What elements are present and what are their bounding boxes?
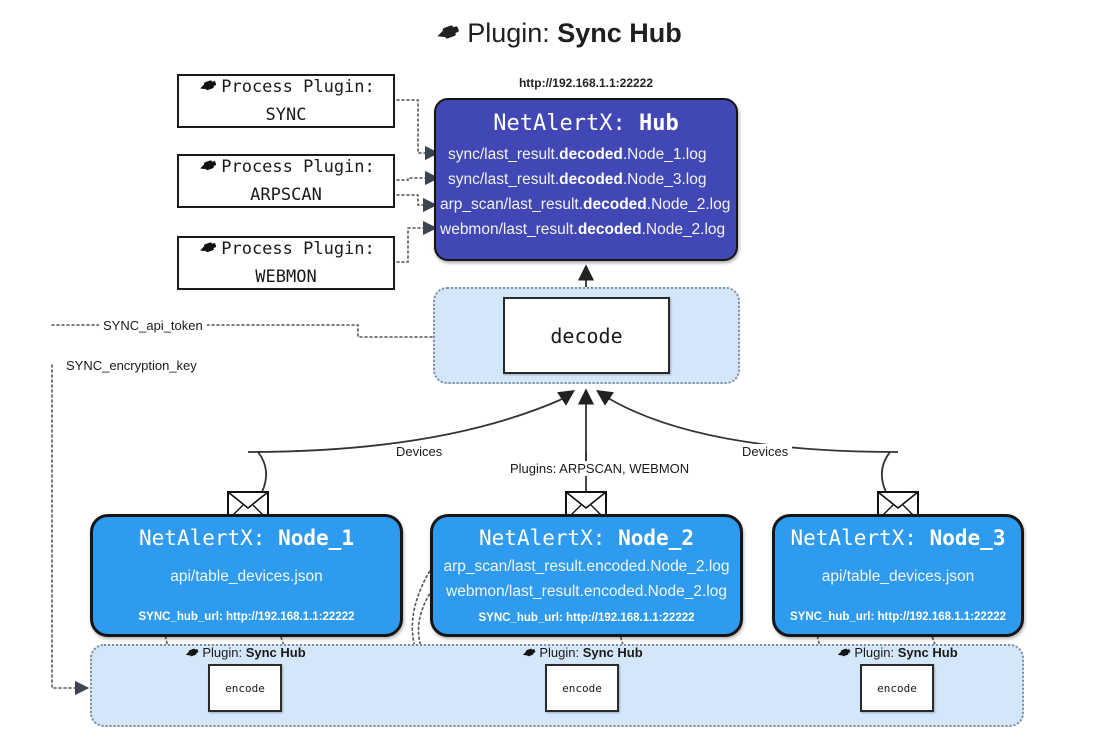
hub-title-prefix: NetAlertX: bbox=[493, 111, 626, 136]
hub-log-list: sync/last_result.decoded.Node_1.log sync… bbox=[436, 142, 736, 242]
encode-box-node-1[interactable]: encode bbox=[208, 664, 282, 712]
plug-icon bbox=[521, 646, 537, 663]
node-resource-line: arp_scan/last_result.encoded.Node_2.log bbox=[443, 558, 730, 575]
plug-icon bbox=[836, 646, 852, 663]
process-plugin-arpscan-box[interactable]: Process Plugin: ARPSCAN bbox=[177, 154, 395, 208]
encode-box-node-2[interactable]: encode bbox=[545, 664, 619, 712]
node-hub-url-label: SYNC_hub_url: http://192.168.1.1:22222 bbox=[138, 611, 355, 623]
encode-plugin-tag: Plugin: Sync Hub bbox=[802, 645, 992, 663]
edge-label-devices-left: Devices bbox=[392, 444, 447, 459]
sync-api-token-label: SYNC_api_token bbox=[99, 318, 207, 333]
decode-box[interactable]: decode bbox=[503, 297, 670, 374]
hub-box[interactable]: NetAlertX: Hub sync/last_result.decoded.… bbox=[434, 98, 738, 261]
process-plugin-name: WEBMON bbox=[255, 266, 317, 287]
process-plugin-name: SYNC bbox=[265, 104, 307, 125]
node-box-node-2[interactable]: NetAlertX: Node_2 arp_scan/last_result.e… bbox=[430, 514, 743, 637]
process-plugin-webmon-box[interactable]: Process Plugin: WEBMON bbox=[177, 236, 395, 290]
plug-icon bbox=[184, 646, 200, 663]
node-title: NetAlertX: Node_1 bbox=[139, 526, 354, 550]
node-title: NetAlertX: Node_3 bbox=[790, 526, 1006, 550]
edge-label-devices-right: Devices bbox=[738, 444, 793, 459]
node-resource-line: api/table_devices.json bbox=[821, 568, 975, 585]
node-hub-url-label: SYNC_hub_url: http://192.168.1.1:22222 bbox=[789, 611, 1007, 623]
hub-title: NetAlertX: Hub bbox=[436, 111, 736, 136]
hub-log-item: sync/last_result.decoded.Node_3.log bbox=[448, 171, 707, 188]
plug-icon bbox=[197, 239, 219, 265]
sync-encryption-key-label: SYNC_encryption_key bbox=[62, 358, 201, 373]
process-plugin-sync-box[interactable]: Process Plugin: SYNC bbox=[177, 74, 395, 128]
node-resource-line: api/table_devices.json bbox=[170, 568, 323, 585]
process-plugin-name: ARPSCAN bbox=[250, 184, 322, 205]
hub-log-item: arp_scan/last_result.decoded.Node_2.log bbox=[440, 196, 731, 213]
plug-icon bbox=[197, 157, 219, 183]
node-resource-line: webmon/last_result.encoded.Node_2.log bbox=[446, 583, 727, 600]
encode-box-node-3[interactable]: encode bbox=[860, 664, 934, 712]
process-plugin-label: Process Plugin: bbox=[221, 238, 375, 259]
hub-log-item: sync/last_result.decoded.Node_1.log bbox=[448, 146, 707, 163]
edge-label-plugins: Plugins: ARPSCAN, WEBMON bbox=[506, 461, 694, 476]
encode-plugin-tag: Plugin: Sync Hub bbox=[150, 645, 340, 663]
page-title: Plugin: Sync Hub bbox=[0, 18, 1117, 52]
encode-plugin-tag: Plugin: Sync Hub bbox=[487, 645, 677, 663]
hub-url-label: http://192.168.1.1:22222 bbox=[518, 76, 654, 90]
hub-title-name: Hub bbox=[638, 111, 679, 136]
process-plugin-label: Process Plugin: bbox=[221, 156, 375, 177]
plug-icon bbox=[197, 77, 219, 103]
plug-icon bbox=[435, 21, 461, 52]
page-title-prefix: Plugin: bbox=[467, 18, 550, 48]
node-box-node-3[interactable]: NetAlertX: Node_3 api/table_devices.json… bbox=[772, 514, 1024, 637]
hub-log-item: webmon/last_result.decoded.Node_2.log bbox=[440, 221, 726, 238]
page-title-name: Sync Hub bbox=[557, 18, 682, 48]
node-box-node-1[interactable]: NetAlertX: Node_1 api/table_devices.json… bbox=[90, 514, 403, 637]
node-title: NetAlertX: Node_2 bbox=[479, 526, 694, 550]
node-hub-url-label: SYNC_hub_url: http://192.168.1.1:22222 bbox=[478, 612, 695, 624]
process-plugin-label: Process Plugin: bbox=[221, 76, 375, 97]
